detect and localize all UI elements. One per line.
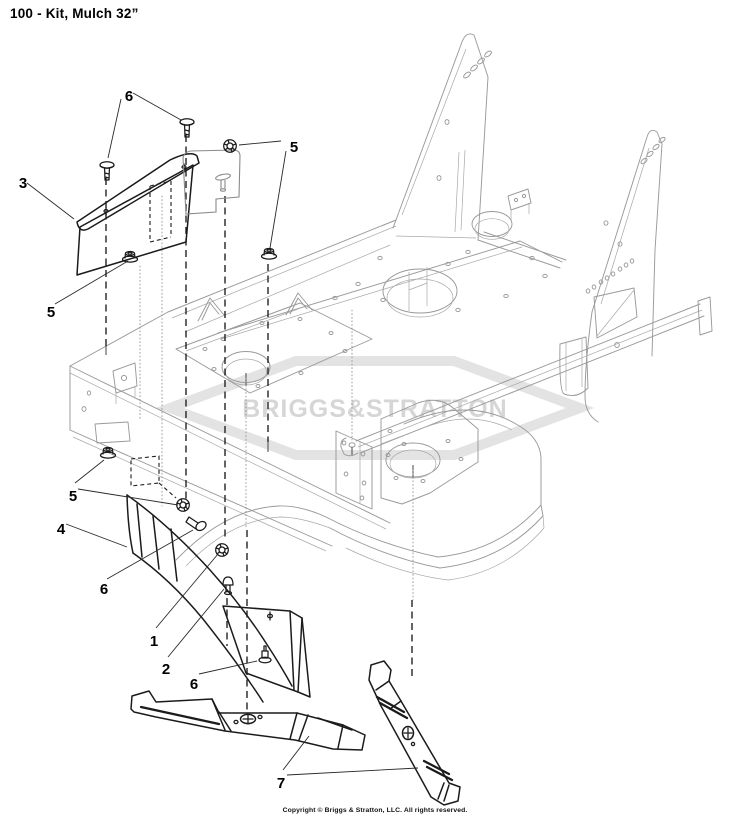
flange-nut-5d [260,247,278,260]
keps-nut-5b [176,498,190,512]
callout-label-5-4: 5 [69,488,77,505]
bolt-2 [222,576,234,596]
part-7-blade-right [368,660,461,806]
callout-label-2-8: 2 [162,661,170,678]
chamber-dome [403,409,542,506]
callout-label-6-0: 6 [125,88,133,105]
thumb-bolt [215,173,231,192]
watermark-text: BRIGGS&STRATTON [242,395,507,423]
briggs-stratton-watermark: BRIGGS&STRATTON [155,356,595,460]
carriage-bolt-6c [185,516,207,532]
callout-label-3-2: 3 [19,175,27,192]
phantom-outlines [130,180,177,499]
copyright-line: Copyright © Briggs & Stratton, LLC. All … [282,807,468,814]
callout-label-1-7: 1 [150,633,158,650]
spindle-plate-holes-left [202,317,348,388]
screw-6d [258,645,272,664]
part-7-blade-left [130,690,366,751]
callout-label-6-9: 6 [190,676,198,693]
deck-holes [332,249,548,313]
callout-label-7-10: 7 [277,775,285,792]
callout-label-4-5: 4 [57,521,66,538]
deck-frame [69,33,713,581]
callout-label-5-3: 5 [47,304,55,321]
screw-6b [179,118,195,138]
corner-baffle-plate [222,605,311,698]
spindle-plate-holes-right [385,429,464,483]
callout-label-5-1: 5 [290,139,298,156]
hole-row [585,258,635,294]
engine-opening [382,268,458,314]
upright-slots-left [463,50,492,79]
fasteners [99,118,278,664]
kit-parts [76,149,461,806]
projection-lines [105,135,414,710]
leader-lines [26,92,419,776]
callout-label-6-6: 6 [100,581,108,598]
part-3-mulch-cover [76,149,241,276]
upright-slots-right [640,136,666,165]
page-title: 100 - Kit, Mulch 32” [10,6,139,21]
part-4-curved-baffle [126,494,293,703]
watermark-diamond-icon [155,356,595,460]
screw-6a [99,161,115,181]
